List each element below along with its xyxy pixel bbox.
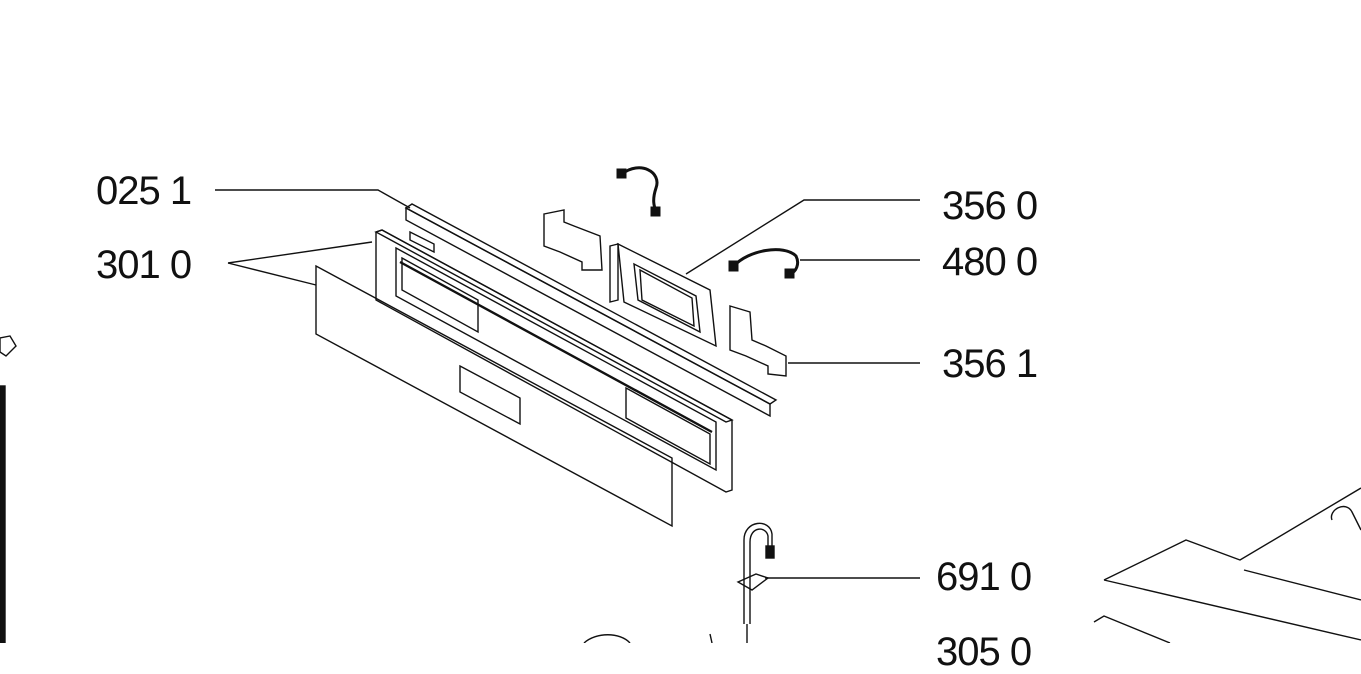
part-label-301-0: 301 0	[96, 243, 192, 287]
part-label-356-0: 356 0	[942, 184, 1038, 228]
bottom-partial-part	[583, 633, 713, 643]
part-label-480-0: 480 0	[942, 240, 1038, 284]
pcb-left	[543, 209, 603, 271]
part-label-691-0: 691 0	[936, 555, 1032, 599]
part-label-305-0: 305 0	[936, 630, 1032, 674]
left-edge-part	[0, 335, 17, 643]
cables	[616, 166, 800, 279]
pcb-right	[729, 305, 787, 377]
parts-diagram: 025 1 301 0 356 0 480 0 356 1 691 0 305 …	[0, 166, 1361, 672]
control-frame	[374, 229, 734, 493]
right-bottom-assembly	[1093, 487, 1361, 643]
part-label-025-1: 025 1	[96, 169, 192, 213]
leader-lines	[215, 189, 920, 579]
front-cover-panel	[315, 264, 673, 528]
part-label-356-1: 356 1	[942, 342, 1038, 386]
thermocouple-sensor	[736, 522, 775, 643]
top-strip-part	[404, 203, 778, 418]
diagram-drawing	[0, 166, 1361, 643]
display-module	[609, 242, 717, 348]
